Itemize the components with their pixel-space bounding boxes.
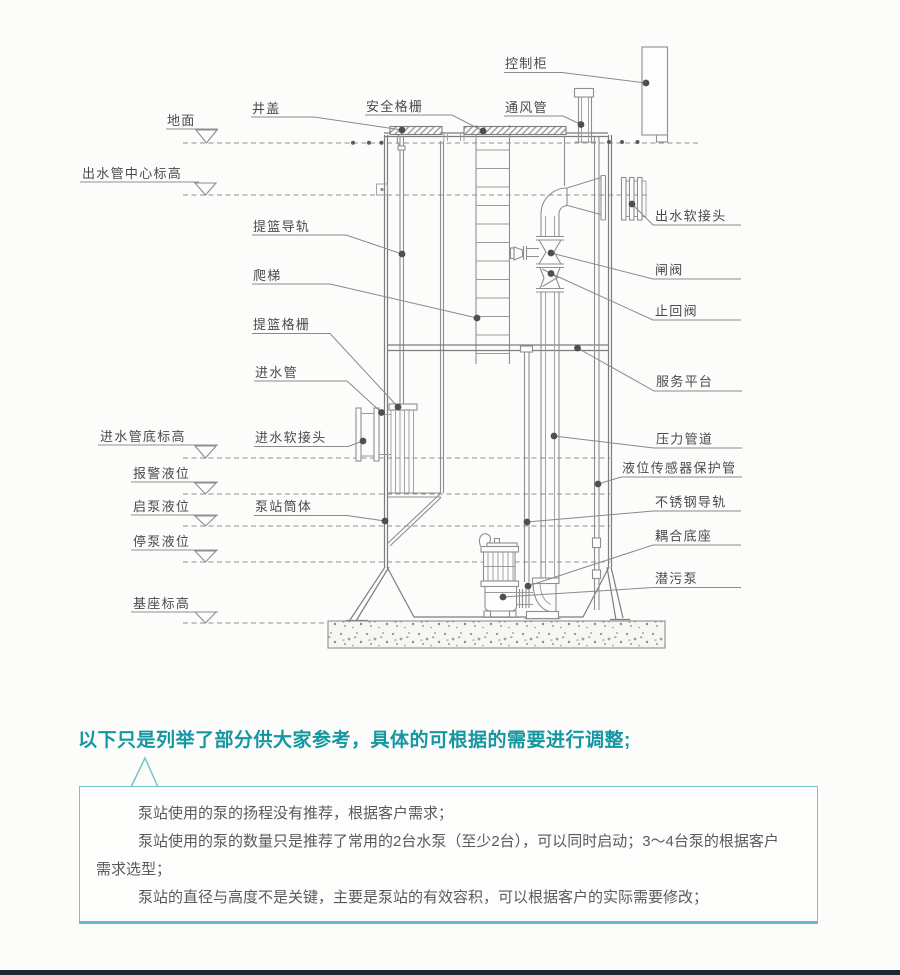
note-box: 泵站使用的泵的扬程没有推荐，根据客户需求； 泵站使用的泵的数量只是推荐了常用的2… bbox=[79, 786, 818, 924]
note-pointer-icon bbox=[130, 756, 159, 788]
label-basket-grille: 提篮格栅 bbox=[253, 317, 310, 332]
label-ladder: 爬梯 bbox=[253, 268, 282, 283]
label-inlet-flex-joint: 进水软接头 bbox=[255, 430, 327, 445]
label-ground: 地面 bbox=[167, 113, 196, 128]
top-covers bbox=[389, 125, 567, 151]
note-line: 需求选型； bbox=[96, 861, 172, 878]
label-pump-start-level: 启泵液位 bbox=[133, 499, 190, 514]
coupling-base bbox=[524, 577, 561, 620]
marker-ground: 地面 bbox=[166, 113, 219, 144]
marker-stop-level: 停泵液位 bbox=[131, 534, 218, 563]
marker-base-elevation: 基座标高 bbox=[131, 596, 218, 624]
stainless-guide-rail bbox=[523, 352, 530, 582]
label-safety-grille: 安全格栅 bbox=[366, 99, 423, 114]
elevation-dashed-lines bbox=[183, 142, 700, 624]
label-inlet-pipe: 进水管 bbox=[255, 365, 298, 380]
inlet-assembly bbox=[355, 403, 442, 547]
label-alarm-level: 报警液位 bbox=[133, 466, 190, 481]
note-line: 泵站使用的泵的数量只是推荐了常用的2台水泵（至少2台），可以同时启动；3～4台泵… bbox=[138, 833, 779, 850]
service-platform bbox=[388, 344, 608, 353]
control-cabinet bbox=[641, 46, 669, 143]
label-pump-stop-level: 停泵液位 bbox=[133, 534, 190, 549]
label-base-elevation: 基座标高 bbox=[133, 596, 190, 611]
ground-anchor-dots bbox=[351, 140, 640, 145]
pump-station-diagram: 地面 出水管中心标高 进水管底标高 报警液位 启泵液位 停泵液位 基座标高 井盖… bbox=[80, 46, 742, 649]
callouts: 井盖 安全格栅 通风管 控制柜 提篮导轨 爬梯 提篮格栅 进水管 进水软接头 泵… bbox=[251, 56, 742, 601]
label-stainless-guide-rail: 不锈钢导轨 bbox=[655, 495, 727, 510]
label-submersible-pump: 潜污泵 bbox=[655, 571, 698, 586]
label-manhole-cover: 井盖 bbox=[252, 101, 281, 116]
safety-grille-cover bbox=[463, 125, 567, 136]
ladder bbox=[475, 125, 511, 364]
elevation-markers: 地面 出水管中心标高 进水管底标高 报警液位 启泵液位 停泵液位 基座标高 bbox=[80, 113, 219, 624]
outlet-piping bbox=[540, 136, 647, 236]
label-service-platform: 服务平台 bbox=[656, 374, 713, 389]
basket-guide-rail bbox=[399, 136, 445, 493]
submersible-pump bbox=[478, 533, 533, 618]
note-heading: 以下只是列举了部分供大家参考，具体的可根据的需要进行调整; bbox=[78, 730, 631, 751]
label-gate-valve: 闸阀 bbox=[655, 263, 684, 278]
concrete-slab bbox=[327, 620, 666, 649]
label-outlet-flex-joint: 出水软接头 bbox=[655, 209, 727, 224]
label-vent-pipe: 通风管 bbox=[505, 100, 548, 115]
note-line: 泵站的直径与高度不是关键，主要是泵站的有效容积，可以根据客户的实际需要修改； bbox=[138, 889, 709, 906]
vent-pipe bbox=[573, 87, 596, 143]
marker-inlet-bottom: 进水管底标高 bbox=[98, 429, 218, 459]
label-pressure-pipe: 压力管道 bbox=[656, 432, 713, 447]
label-station-shell: 泵站筒体 bbox=[255, 499, 312, 514]
label-control-cabinet: 控制柜 bbox=[505, 56, 548, 71]
label-basket-guide-rail: 提篮导轨 bbox=[253, 219, 310, 234]
label-sensor-protection-pipe: 液位传感器保护管 bbox=[622, 461, 736, 476]
marker-outlet-centerline: 出水管中心标高 bbox=[80, 166, 218, 196]
note-line: 泵站使用的泵的扬程没有推荐，根据客户需求； bbox=[138, 805, 454, 822]
manhole-cover bbox=[389, 125, 443, 136]
marker-alarm-level: 报警液位 bbox=[131, 466, 218, 495]
marker-start-level: 启泵液位 bbox=[131, 499, 218, 527]
label-check-valve: 止回阀 bbox=[655, 304, 698, 319]
gate-valve bbox=[509, 235, 564, 269]
footer-bar bbox=[0, 970, 900, 975]
label-coupling-base: 耦合底座 bbox=[655, 529, 712, 544]
label-inlet-bottom-elevation: 进水管底标高 bbox=[100, 429, 186, 444]
level-sensor-pipe bbox=[591, 137, 602, 610]
label-outlet-center-elevation: 出水管中心标高 bbox=[82, 166, 182, 181]
